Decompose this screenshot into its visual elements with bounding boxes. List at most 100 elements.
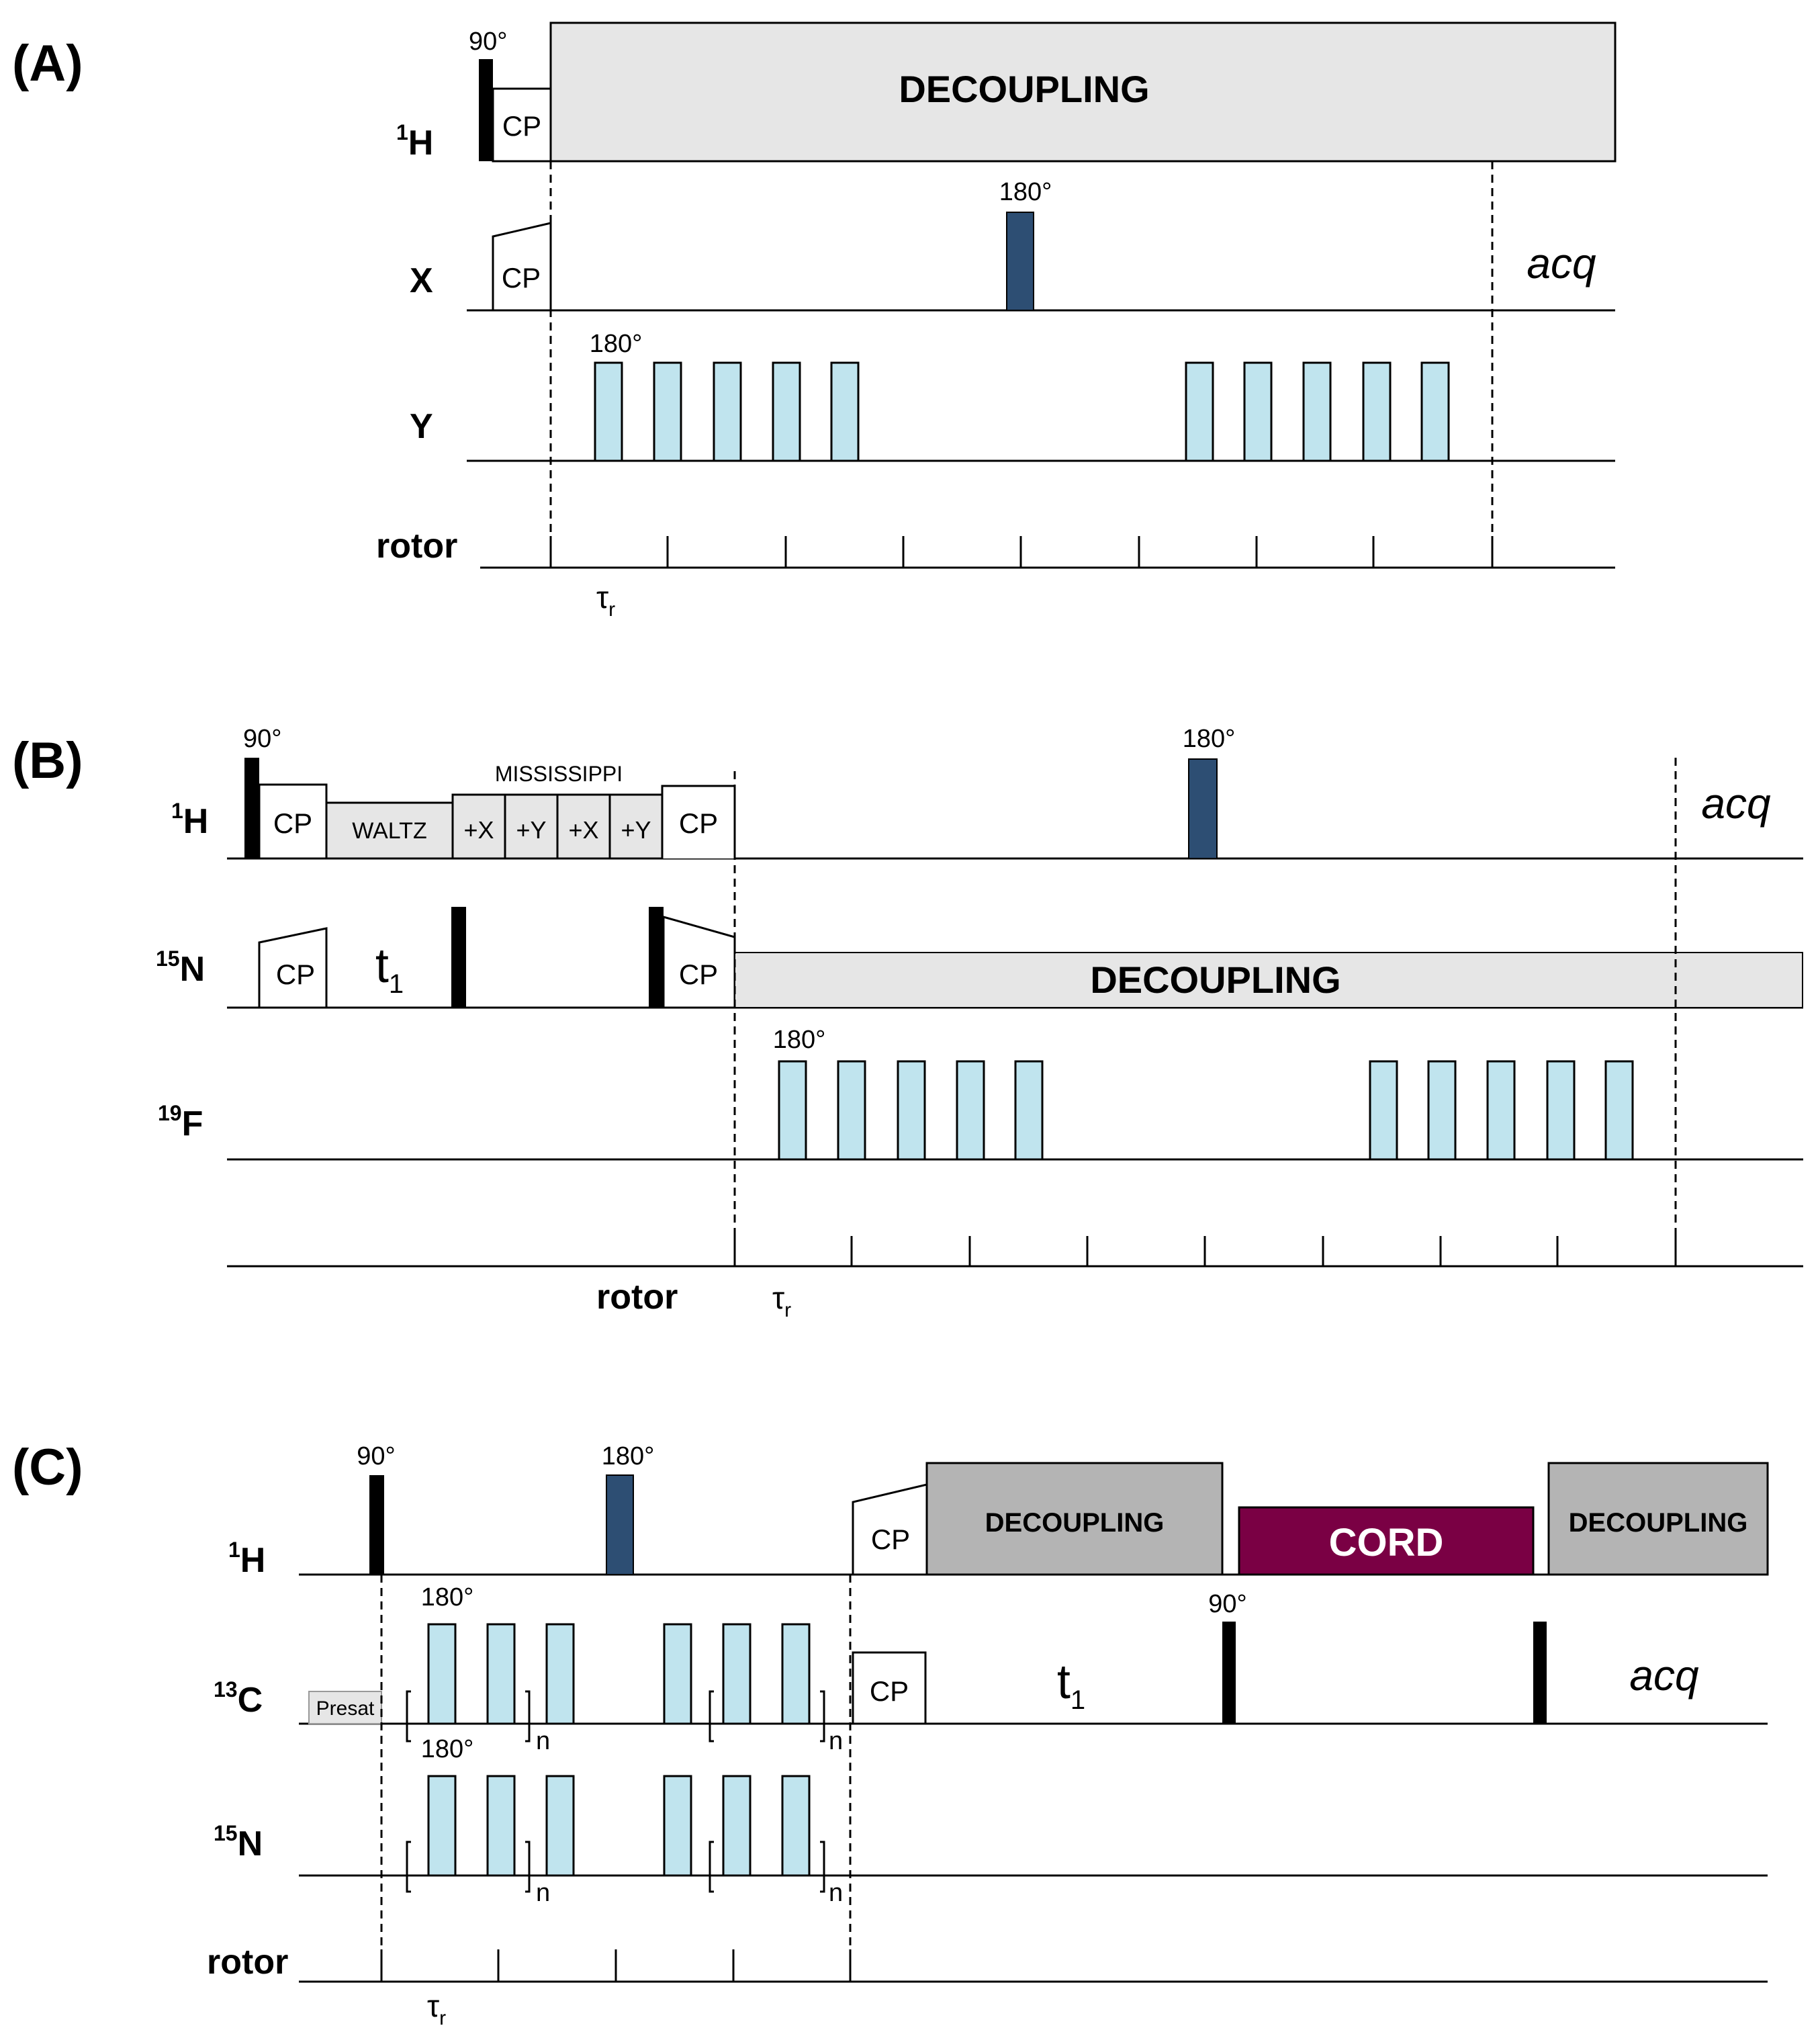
- t1-subscript: 1: [1071, 1685, 1085, 1715]
- cp-block-h2: [661, 785, 736, 858]
- cord-label: CORD: [1329, 1521, 1444, 1564]
- bracket-open: [406, 1690, 411, 1742]
- pulse-90-c: [1222, 1622, 1236, 1724]
- channel-label-15n: 15N: [214, 1821, 263, 1863]
- pulse-180-label-n: 180°: [421, 1735, 474, 1763]
- brackets-15n: [406, 1841, 825, 1893]
- channel-label-15n: 15N: [156, 946, 205, 989]
- t1-symbol: t: [375, 939, 389, 993]
- t1-label-c: t1: [1057, 1655, 1085, 1715]
- pulse-180-y: [594, 361, 623, 462]
- cp-label-c: CP: [870, 1675, 909, 1707]
- repeat-n-label: n: [536, 1879, 550, 1907]
- pulse-180-n: [663, 1775, 692, 1877]
- decoupling-block-1: [925, 1462, 1224, 1576]
- pulse-180-f: [778, 1060, 807, 1161]
- cp-ramp-n1: [258, 927, 328, 1009]
- pulse-180-c: [781, 1623, 811, 1725]
- pulse-180-label-y: 180°: [590, 330, 643, 358]
- pulse-180-f: [1546, 1060, 1576, 1161]
- bracket-open: [709, 1841, 714, 1893]
- channel-label-y: Y: [410, 407, 433, 446]
- pulse-180-c: [722, 1623, 752, 1725]
- acq-label-a: acq: [1527, 239, 1596, 288]
- pulse-train-13c: [427, 1623, 811, 1725]
- cp-block-h: [492, 87, 552, 163]
- t1-symbol: t: [1057, 1655, 1071, 1709]
- pulse-180-f: [1014, 1060, 1044, 1161]
- panel-label-a: (A): [12, 35, 83, 92]
- bracket-open: [406, 1841, 411, 1893]
- pulse-180-f: [897, 1060, 926, 1161]
- channel-label-19f: 19F: [158, 1101, 203, 1143]
- brackets-13c: [406, 1690, 825, 1742]
- tau-r-label-c: τr: [427, 1988, 446, 2029]
- pulse-180-x: [1006, 212, 1034, 311]
- pulse-180-f: [1369, 1060, 1398, 1161]
- isotope-1h: 1: [228, 1538, 240, 1562]
- pulse-180-y: [1243, 361, 1273, 462]
- isotope-19f: 19: [158, 1101, 182, 1125]
- mississippi-block-label: +X: [568, 816, 598, 844]
- pulse-180-y: [1302, 361, 1332, 462]
- pulse-180-y: [1420, 361, 1450, 462]
- tau-subscript: r: [439, 2007, 446, 2029]
- panel-label-c: (C): [12, 1439, 83, 1496]
- element-13c: C: [238, 1681, 263, 1720]
- decoupling-block-n: [734, 952, 1803, 1008]
- pulse-180-label-f: 180°: [773, 1026, 826, 1054]
- isotope-1h: 1: [396, 120, 408, 144]
- cp-label-x: CP: [502, 262, 541, 294]
- pulse-180-h: [606, 1474, 634, 1575]
- pulse-180-f: [837, 1060, 866, 1161]
- pulse-180-f: [1604, 1060, 1634, 1161]
- cp-label-h2: CP: [679, 807, 718, 839]
- pulse-180-h: [1188, 758, 1218, 859]
- pulse-180-c: [545, 1623, 575, 1725]
- cord-block: [1238, 1506, 1535, 1576]
- acq-label-c: acq: [1629, 1651, 1699, 1700]
- pulse-180-label-h: 180°: [602, 1442, 655, 1470]
- pulse-90-h: [244, 758, 259, 858]
- pulse-180-c: [427, 1623, 457, 1725]
- pulse-180-n: [722, 1775, 752, 1877]
- pulse-90-n: [649, 907, 664, 1008]
- pulse-180-f: [956, 1060, 985, 1161]
- pulse-90-label: 90°: [469, 28, 507, 56]
- element-19f: F: [182, 1104, 203, 1143]
- element-15n: N: [238, 1824, 263, 1863]
- pulse-90-c: [1533, 1622, 1547, 1724]
- channel-label-rotor: rotor: [596, 1278, 678, 1317]
- pulse-train-19f: [778, 1060, 1634, 1161]
- decoupling-block-2: [1547, 1462, 1769, 1576]
- presat-label: Presat: [316, 1697, 375, 1720]
- pulse-180-label-c: 180°: [421, 1583, 474, 1612]
- pulse-180-label-h: 180°: [1183, 725, 1236, 753]
- bracket-close: [820, 1690, 825, 1742]
- pulse-180-c: [663, 1623, 692, 1725]
- panel-c: (C) 1H 13C 15N rotor 90° 180° CP DECOUPL…: [12, 1439, 1769, 2029]
- bracket-close: [525, 1690, 531, 1742]
- pulse-180-f: [1427, 1060, 1457, 1161]
- pulse-180-label-x: 180°: [999, 178, 1052, 206]
- t1-label-b: t1: [375, 939, 404, 999]
- isotope-13c: 13: [214, 1677, 238, 1702]
- cp-label-n1: CP: [276, 959, 315, 990]
- isotope-1h: 1: [171, 799, 183, 823]
- pulse-180-n: [427, 1775, 457, 1877]
- tau-subscript: r: [784, 1299, 791, 1321]
- pulse-180-f: [1486, 1060, 1516, 1161]
- channel-label-rotor: rotor: [376, 527, 457, 566]
- channel-label-1h: 1H: [171, 799, 208, 841]
- tau-symbol: τ: [596, 580, 608, 615]
- channel-label-x: X: [410, 261, 433, 300]
- cp-label-h1: CP: [273, 807, 312, 839]
- pulse-90-label-h: 90°: [357, 1442, 395, 1470]
- presat-block: [308, 1691, 382, 1724]
- mississippi-label: MISSISSIPPI: [495, 762, 623, 786]
- decoupling-block-h: [549, 21, 1617, 163]
- t1-subscript: 1: [389, 969, 404, 999]
- mississippi-block-label: +X: [463, 816, 494, 844]
- repeat-n-label: n: [536, 1727, 550, 1755]
